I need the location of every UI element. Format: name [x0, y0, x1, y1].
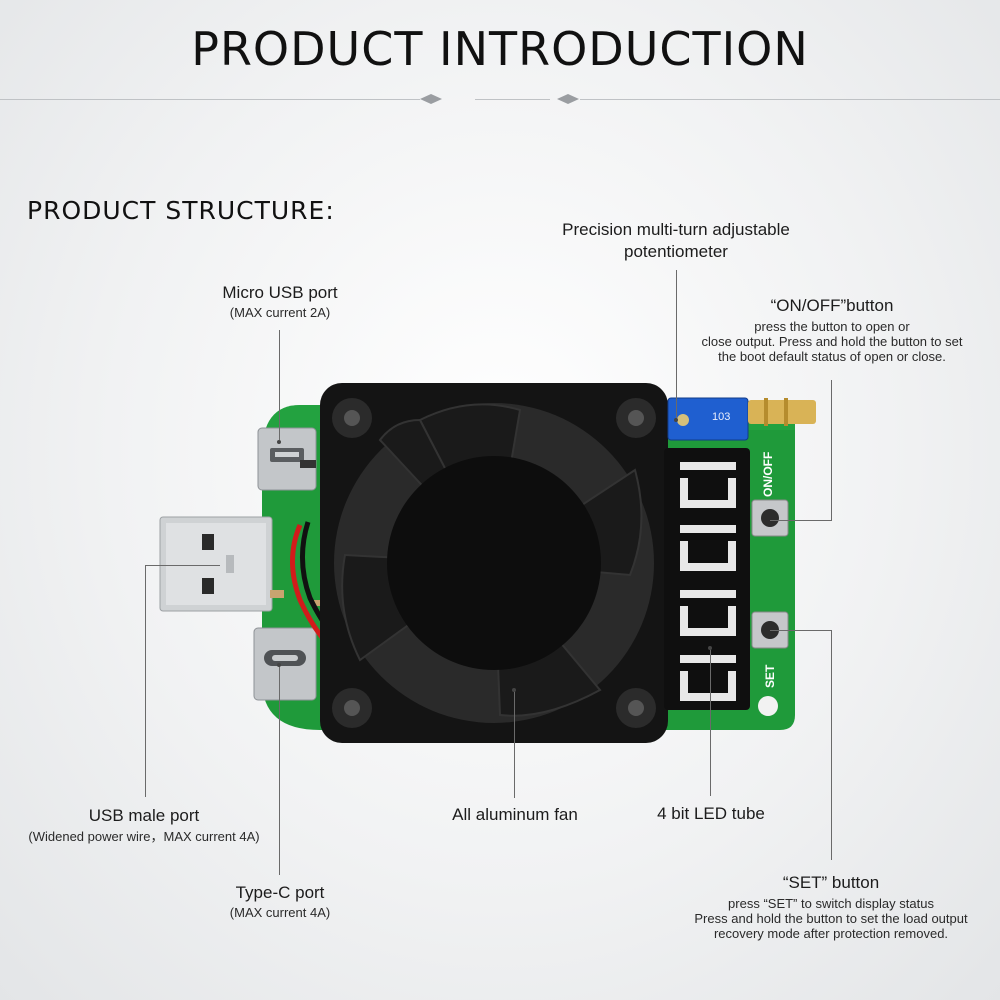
micro-usb-note: (MAX current 2A) [229, 305, 331, 320]
callout-fan: All aluminum fan [415, 805, 615, 825]
callout-onoff: “ON/OFF”button press the button to open … [672, 296, 992, 364]
leader-onoff [831, 380, 832, 520]
usb-male-plug [159, 516, 273, 612]
callout-led: 4 bit LED tube [611, 804, 811, 824]
usb-male-label: USB male port [88, 806, 200, 825]
leader-typec-dot [277, 663, 281, 667]
potentiometer-label-1: Precision multi-turn adjustable [562, 220, 790, 239]
onoff-note-3: the boot default status of open or close… [718, 349, 946, 364]
leader-potentiometer-dot [674, 418, 678, 422]
callout-set: “SET” button press “SET” to switch displ… [668, 873, 994, 941]
callout-usb-male: USB male port (Widened power wire，MAX cu… [14, 806, 274, 844]
leader-onoff-h [770, 520, 832, 521]
leader-usb-male [145, 565, 146, 797]
set-label: “SET” button [782, 873, 880, 892]
typec-note: (MAX current 4A) [229, 905, 331, 920]
divider-left [0, 99, 420, 100]
onoff-tact-switch [751, 499, 789, 537]
micro-usb-connector [257, 427, 317, 491]
divider-right [580, 99, 1000, 100]
typec-connector [253, 627, 317, 701]
usb-male-note: (Widened power wire，MAX current 4A) [28, 829, 260, 844]
set-silkscreen: SET [763, 664, 777, 688]
leader-potentiometer [676, 270, 677, 418]
callout-micro-usb: Micro USB port (MAX current 2A) [180, 283, 380, 320]
potentiometer: 103 [667, 397, 816, 441]
potentiometer-label-2: potentiometer [624, 242, 728, 261]
leader-set [831, 630, 832, 860]
cooling-fan [320, 383, 668, 743]
leader-micro-usb [279, 330, 280, 440]
onoff-label: “ON/OFF”button [770, 296, 894, 315]
callout-potentiometer: Precision multi-turn adjustable potentio… [526, 220, 826, 262]
led-display [664, 448, 750, 710]
set-note-3: recovery mode after protection removed. [713, 926, 949, 941]
leader-fan [514, 690, 515, 798]
fan-label: All aluminum fan [452, 805, 578, 824]
onoff-silkscreen: ON/OFF [761, 452, 775, 497]
leader-led [710, 648, 711, 796]
set-note-1: press “SET” to switch display status [728, 896, 934, 911]
divider-diamond-icon [420, 94, 442, 104]
onoff-note-1: press the button to open or [754, 319, 910, 334]
leader-led-dot [708, 646, 712, 650]
pot-marking: 103 [712, 411, 730, 423]
leader-micro-usb-dot [277, 440, 281, 444]
page-title: PRODUCT INTRODUCTION [191, 22, 809, 76]
led-label: 4 bit LED tube [657, 804, 765, 823]
onoff-note-2: close output. Press and hold the button … [701, 334, 963, 349]
set-note-2: Press and hold the button to set the loa… [694, 911, 968, 926]
section-title: PRODUCT STRUCTURE: [27, 196, 335, 225]
divider-diamond-icon [557, 94, 579, 104]
callout-typec: Type-C port (MAX current 4A) [180, 883, 380, 920]
leader-typec [279, 665, 280, 875]
leader-fan-dot [512, 688, 516, 692]
divider-center [475, 99, 550, 100]
leader-usb-male-h [145, 565, 220, 566]
micro-usb-label: Micro USB port [222, 283, 338, 302]
leader-set-h [770, 630, 832, 631]
typec-label: Type-C port [235, 883, 325, 902]
